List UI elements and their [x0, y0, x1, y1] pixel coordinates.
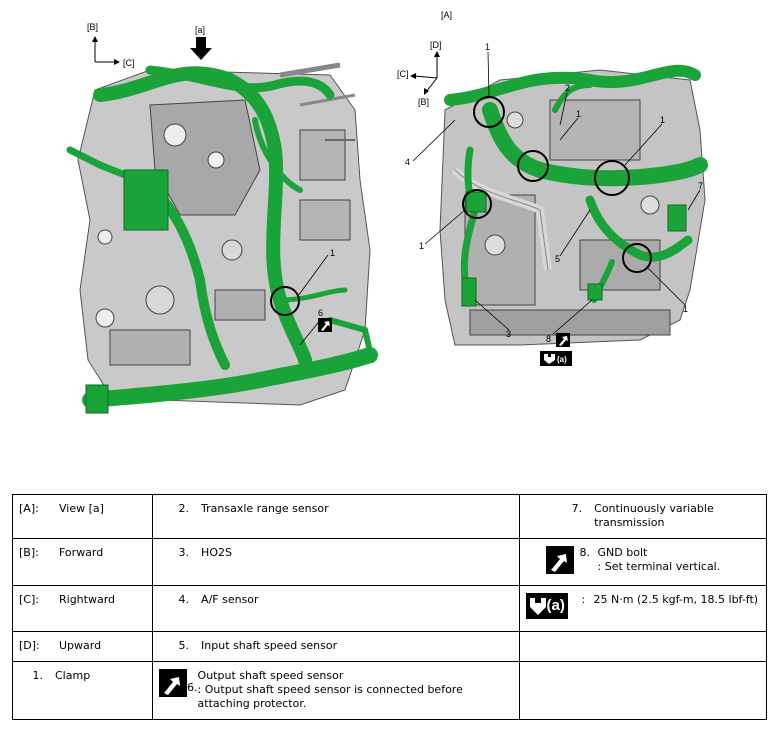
wiring-diagram: [a] [B] [C] 1 6: [66, 10, 708, 414]
right-callout-1c: 1: [660, 115, 665, 125]
grease-icon: [159, 669, 188, 697]
right-torque-tag: (a): [557, 355, 567, 364]
left-axis-b-label: [B]: [87, 22, 98, 32]
torque-icon: (a): [540, 351, 572, 366]
legend-text: Transaxle range sensor: [201, 502, 329, 515]
legend-cell: 5. Input shaft speed sensor: [152, 631, 520, 662]
right-harness: [444, 64, 708, 307]
legend-table: [A]: View [a] 2. Transaxle range sensor 7.…: [11, 494, 768, 720]
legend-cell: 1. Clamp: [11, 661, 154, 720]
view-arrow-icon: [190, 37, 212, 60]
legend-key: 3.: [178, 546, 190, 559]
legend-key: 6.: [187, 681, 198, 694]
legend-note: : Set terminal vertical.: [597, 560, 721, 573]
legend-key: :: [581, 593, 586, 606]
right-clamp-circle-bottom: [622, 243, 652, 273]
legend-text: Upward: [59, 639, 102, 652]
legend-key: 5.: [178, 639, 190, 652]
right-callout-8: 8: [546, 334, 551, 344]
legend-row: [A]: View [a] 2. Transaxle range sensor 7.…: [11, 494, 768, 539]
right-clamp-circle-left: [462, 189, 492, 219]
left-clamp-circle: [270, 286, 300, 316]
right-axis-arrows: [413, 55, 438, 93]
right-view-label: [A]: [441, 10, 452, 20]
grease-icon: [318, 318, 332, 332]
legend-row: [D]: Upward 5. Input shaft speed sensor: [11, 631, 768, 662]
legend-key: 4.: [178, 593, 190, 606]
right-axis-c-label: [C]: [397, 69, 409, 79]
legend-cell: [518, 661, 768, 720]
legend-key: [A]:: [19, 502, 39, 515]
legend-cell: [A]: View [a]: [11, 494, 154, 539]
right-callout-2: 2: [565, 83, 570, 93]
left-engine-block: [77, 62, 371, 406]
legend-key: [D]:: [19, 639, 40, 652]
left-callout-output-sensor: 6: [318, 308, 323, 318]
legend-text: 25 N·m (2.5 kgf-m, 18.5 lbf-ft): [593, 593, 759, 606]
right-callout-1a: 1: [485, 42, 490, 52]
legend-text: Rightward: [59, 593, 116, 606]
left-callout-clamp: 1: [330, 248, 335, 258]
left-axis-c-label: [C]: [123, 58, 135, 68]
legend-cell: 4. A/F sensor: [152, 585, 520, 632]
grease-icon: [545, 546, 574, 574]
legend-text: Output shaft speed sensor: [197, 669, 344, 682]
torque-icon: (a): [525, 593, 568, 619]
legend-key: 1.: [32, 669, 44, 682]
legend-cell: [D]: Upward: [11, 631, 154, 662]
legend-cell: (a) : 25 N·m (2.5 kgf-m, 18.5 lbf-ft): [518, 585, 768, 632]
legend-key: [B]:: [19, 546, 39, 559]
legend-text: Forward: [59, 546, 104, 559]
right-callout-5: 5: [555, 254, 560, 264]
left-view: [a] [B] [C] 1 6: [66, 22, 378, 414]
right-view: [A] [D] [C] [B] 1 2 1 1 4 7 1 5 1 3 8 (a…: [397, 10, 708, 366]
legend-cell: [B]: Forward: [11, 538, 154, 586]
legend-cell: 7. Continuously variable transmission: [518, 494, 768, 539]
legend-key: 7.: [571, 502, 583, 515]
legend-cell: [C]: Rightward: [11, 585, 154, 632]
legend-text: Continuously variable transmission: [594, 502, 714, 529]
legend-cell: 2. Transaxle range sensor: [152, 494, 520, 539]
legend-row: 1. Clamp 6. Output shaft speed sensor: Ou…: [11, 661, 768, 720]
right-axis-d-label: [D]: [430, 40, 442, 50]
right-clamp-circle-mid: [517, 150, 549, 182]
legend-note: : Output shaft speed sensor is connected…: [197, 683, 463, 710]
left-view-label: [a]: [195, 25, 205, 35]
legend-key: [C]:: [19, 593, 39, 606]
legend-row: [C]: Rightward 4. A/F sensor (a) : 25 N·m …: [11, 585, 768, 632]
legend-cell: 8. GND bolt: Set terminal vertical.: [518, 538, 768, 586]
right-callout-1b: 1: [576, 109, 581, 119]
legend-cell: 6. Output shaft speed sensor: Output sha…: [152, 661, 520, 720]
legend-cell: [518, 631, 768, 662]
legend-text: Clamp: [55, 669, 91, 682]
right-callout-3: 3: [506, 329, 511, 339]
torque-icon-label: (a): [546, 597, 565, 614]
legend-row: [B]: Forward 3. HO2S 8. GND bolt: Set term…: [11, 538, 768, 586]
right-callout-4: 4: [405, 157, 410, 167]
grease-icon: [556, 333, 570, 347]
legend-cell: 3. HO2S: [152, 538, 520, 586]
right-clamp-circle-right: [594, 160, 630, 196]
legend-text: Input shaft speed sensor: [201, 639, 338, 652]
legend-text: GND bolt: [597, 546, 648, 559]
legend-text: View [a]: [59, 502, 104, 515]
right-callout-7: 7: [698, 181, 703, 191]
legend-text: HO2S: [201, 546, 232, 559]
right-axis-b-label: [B]: [418, 97, 429, 107]
legend-key: 8.: [579, 546, 591, 559]
legend-text: A/F sensor: [201, 593, 259, 606]
left-harness: [66, 65, 378, 414]
legend-key: 2.: [178, 502, 190, 515]
right-callout-1d: 1: [419, 241, 424, 251]
right-callout-1e: 1: [683, 304, 688, 314]
